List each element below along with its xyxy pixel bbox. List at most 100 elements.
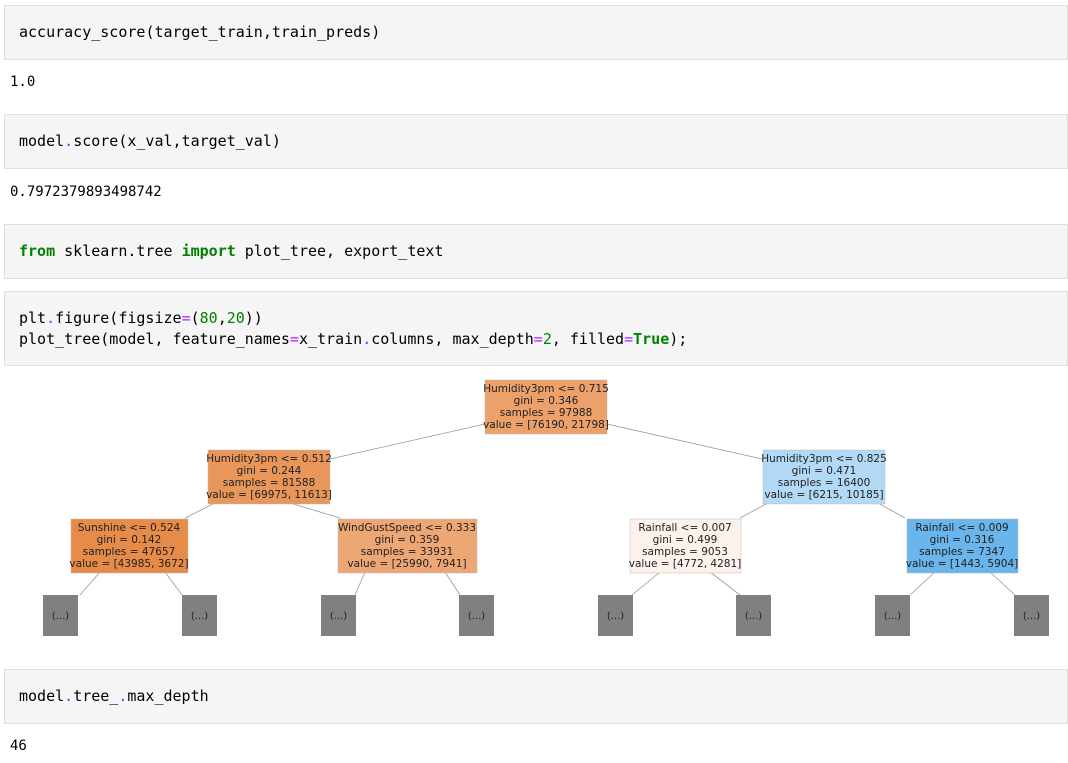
truncated-node: (...) — [43, 595, 78, 636]
code-line: plot_tree(model, feature_names=x_train.c… — [19, 329, 687, 350]
truncated-node: (...) — [182, 595, 217, 636]
code-token: . — [362, 330, 372, 348]
cell-output-model-score: 0.7972379893498742 — [10, 184, 162, 200]
code-keyword: import — [181, 242, 236, 260]
code-cell-max-depth[interactable]: model.tree_.max_depth — [4, 669, 1068, 724]
code-token: , filled — [551, 330, 625, 348]
node-text: Humidity3pm <= 0.825 — [761, 453, 887, 465]
code-token: ( — [190, 309, 200, 327]
tree-node-right: Humidity3pm <= 0.825 gini = 0.471 sample… — [761, 449, 887, 505]
node-text: value = [43985, 3672] — [69, 558, 188, 570]
truncated-label: (...) — [468, 611, 485, 622]
code-line: plt.figure(figsize=(80,20)) — [19, 308, 263, 329]
code-keyword: True — [633, 330, 670, 348]
truncated-label: (...) — [884, 611, 901, 622]
node-text: gini = 0.346 — [514, 395, 579, 407]
node-text: samples = 97988 — [500, 407, 593, 419]
tree-node-right-right: Rainfall <= 0.009 gini = 0.316 samples =… — [906, 518, 1019, 574]
truncated-node: (...) — [321, 595, 356, 636]
code-keyword: from — [19, 242, 56, 260]
code-cell-import[interactable]: from sklearn.tree import plot_tree, expo… — [4, 224, 1068, 279]
code-token: tree_ — [73, 687, 119, 705]
truncated-node: (...) — [736, 595, 771, 636]
node-text: samples = 7347 — [919, 546, 1005, 558]
truncated-label: (...) — [330, 611, 347, 622]
node-text: value = [6215, 10185] — [764, 489, 883, 501]
node-text: WindGustSpeed <= 0.333 — [338, 522, 476, 534]
code-token: model — [19, 687, 65, 705]
code-token: 20 — [226, 309, 245, 327]
code-token: = — [289, 330, 299, 348]
node-text: Rainfall <= 0.009 — [915, 522, 1008, 534]
node-text: gini = 0.359 — [375, 534, 440, 546]
code-token: plot_tree, export_text — [235, 242, 444, 260]
code-token: figure(figsize — [55, 309, 182, 327]
node-text: value = [4772, 4281] — [629, 558, 741, 570]
node-text: gini = 0.244 — [237, 465, 302, 477]
cell-output-accuracy: 1.0 — [10, 74, 36, 90]
node-text: samples = 81588 — [223, 477, 316, 489]
code-cell-plot-tree[interactable]: plt.figure(figsize=(80,20)) plot_tree(mo… — [4, 291, 1068, 366]
code-token: . — [118, 687, 128, 705]
truncated-node: (...) — [1014, 595, 1049, 636]
code-line: model.score(x_val,target_val) — [19, 131, 281, 152]
code-line: from sklearn.tree import plot_tree, expo… — [19, 241, 443, 262]
node-text: gini = 0.142 — [97, 534, 162, 546]
code-line: model.tree_.max_depth — [19, 686, 209, 707]
decision-tree-plot: Humidity3pm <= 0.715 gini = 0.346 sample… — [43, 379, 1049, 636]
code-token: = — [624, 330, 634, 348]
node-text: value = [25990, 7941] — [347, 558, 466, 570]
code-token: 2 — [542, 330, 552, 348]
code-token: score — [73, 132, 119, 150]
truncated-node: (...) — [598, 595, 633, 636]
code-token: 80 — [199, 309, 218, 327]
node-text: gini = 0.471 — [792, 465, 857, 477]
code-token: (target_train,train_preds) — [145, 23, 381, 41]
tree-node-left-left: Sunshine <= 0.524 gini = 0.142 samples =… — [69, 518, 189, 574]
code-token: = — [181, 309, 191, 327]
code-token: )) — [244, 309, 263, 327]
node-text: gini = 0.499 — [653, 534, 718, 546]
code-line: accuracy_score(target_train,train_preds) — [19, 22, 380, 43]
code-token: . — [64, 687, 74, 705]
code-token: x_train — [298, 330, 363, 348]
code-token: max_depth — [127, 687, 209, 705]
node-text: samples = 47657 — [83, 546, 176, 558]
tree-node-left-right: WindGustSpeed <= 0.333 gini = 0.359 samp… — [337, 518, 478, 574]
code-token: plot_tree(model, feature_names — [19, 330, 290, 348]
code-token: columns, max_depth — [371, 330, 534, 348]
code-token: . — [64, 132, 74, 150]
node-text: value = [69975, 11613] — [206, 489, 332, 501]
node-text: Sunshine <= 0.524 — [78, 522, 181, 534]
node-text: Humidity3pm <= 0.512 — [206, 453, 332, 465]
tree-node-left: Humidity3pm <= 0.512 gini = 0.244 sample… — [206, 449, 332, 505]
code-token: accuracy_score — [19, 23, 146, 41]
truncated-node: (...) — [459, 595, 494, 636]
node-text: value = [76190, 21798] — [483, 419, 609, 431]
code-token: = — [533, 330, 543, 348]
code-token: (x_val,target_val) — [118, 132, 281, 150]
node-text: samples = 33931 — [361, 546, 454, 558]
code-cell-model-score[interactable]: model.score(x_val,target_val) — [4, 114, 1068, 169]
tree-node-right-left: Rainfall <= 0.007 gini = 0.499 samples =… — [629, 518, 742, 574]
node-text: value = [1443, 5904] — [906, 558, 1018, 570]
code-token: ); — [669, 330, 688, 348]
code-token: . — [46, 309, 56, 327]
truncated-label: (...) — [52, 611, 69, 622]
truncated-node: (...) — [875, 595, 910, 636]
truncated-label: (...) — [1023, 611, 1040, 622]
tree-node-root: Humidity3pm <= 0.715 gini = 0.346 sample… — [483, 379, 609, 435]
code-token: , — [217, 309, 227, 327]
code-token: model — [19, 132, 65, 150]
truncated-label: (...) — [607, 611, 624, 622]
truncated-nodes: (...) (...) (...) (...) (...) (...) (...… — [43, 595, 1049, 636]
node-text: gini = 0.316 — [930, 534, 995, 546]
node-text: samples = 16400 — [778, 477, 871, 489]
node-text: Humidity3pm <= 0.715 — [483, 383, 609, 395]
cell-output-max-depth: 46 — [10, 738, 27, 754]
code-token: sklearn.tree — [55, 242, 182, 260]
code-cell-accuracy[interactable]: accuracy_score(target_train,train_preds) — [4, 5, 1068, 60]
code-token: plt — [19, 309, 47, 327]
tree-edges — [79, 423, 1016, 596]
node-text: samples = 9053 — [642, 546, 728, 558]
